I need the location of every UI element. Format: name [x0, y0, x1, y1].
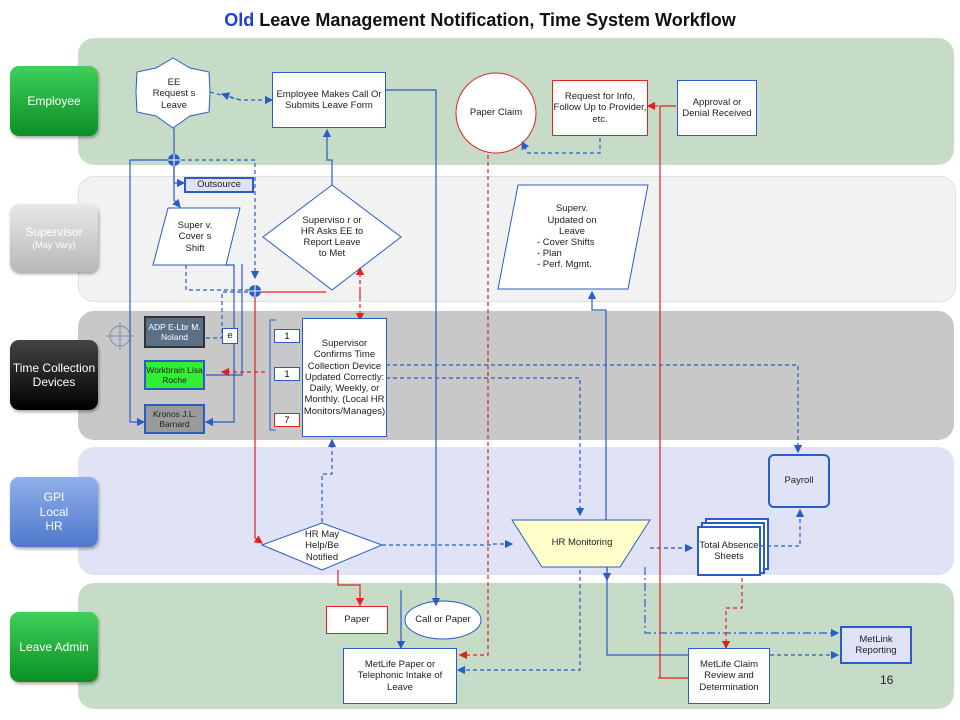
superv-updated-title: Superv. Updated on Leave	[547, 203, 597, 237]
request-info-box: Request for Info, Follow Up to Provider,…	[552, 80, 648, 136]
superv-updated-parallelogram	[497, 184, 649, 290]
employee-call-box: Employee Makes Call Or Submits Leave For…	[272, 72, 386, 128]
outsource-box: Outsource	[184, 177, 254, 193]
lane-label-leave-text: Leave Admin	[19, 639, 89, 654]
superv-updated-label: Superv. Updated on Leave - Cover Shifts …	[520, 186, 624, 288]
metlife-intake-box: MetLife Paper or Telephonic Intake of Le…	[343, 648, 457, 704]
lane-label-time: Time Collection Devices	[10, 340, 98, 410]
lane-label-gpi-1: GPI	[43, 490, 65, 505]
total-absence-label: Total Absence Sheets	[699, 539, 759, 562]
lane-label-employee-text: Employee	[27, 93, 81, 108]
superv-updated-item-2: - Plan	[537, 248, 562, 260]
lane-label-supervisor: Supervisor (May Vary)	[10, 204, 98, 272]
number-box-3: 7	[274, 413, 300, 427]
page-title: Old Leave Management Notification, Time …	[0, 10, 960, 31]
solid-connectors	[129, 89, 688, 656]
paper-claim-label: Paper Claim	[469, 107, 523, 119]
approval-box: Approval or Denial Received	[677, 80, 757, 136]
hr-may-label: HR May Help/Be Notified	[304, 529, 340, 563]
total-absence-sheet-1	[697, 526, 761, 576]
lane-label-gpi-3: HR	[45, 519, 63, 534]
red-dashed-connectors	[220, 155, 743, 660]
supervisor-confirms-box: Supervisor Confirms Time Collection Devi…	[302, 318, 387, 437]
superv-updated-item-1: - Cover Shifts	[537, 237, 595, 248]
metlife-claim-box: MetLife Claim Review and Determination	[688, 648, 770, 704]
call-or-paper-label: Call or Paper	[415, 614, 471, 626]
lane-leave-bg	[78, 583, 954, 709]
lane-label-gpi-2: Local	[39, 504, 69, 519]
lane-label-supervisor-sub: (May Vary)	[32, 239, 76, 250]
page-number: 16	[880, 673, 894, 687]
kronos-box: Kronos J.L. Barnard	[144, 404, 205, 434]
supervisor-asks-diamond	[262, 184, 402, 291]
e-box: e	[222, 328, 238, 344]
title-text: Leave Management Notification, Time Syst…	[259, 10, 736, 30]
dashed-connectors	[174, 91, 840, 675]
ee-request-star	[135, 57, 211, 129]
number-box-1: 1	[274, 329, 300, 343]
supervisor-asks-label: Superviso r or HR Asks EE to Report Leav…	[300, 214, 364, 260]
lane-label-employee: Employee	[10, 66, 98, 136]
number-bracket	[269, 319, 276, 431]
call-or-paper-ellipse	[404, 600, 482, 640]
lane-label-time-text: Time Collection Devices	[12, 360, 96, 389]
superv-updated-item-3: - Perf. Mgmt.	[537, 259, 592, 271]
super-covers-label: Super v. Cover s Shift	[177, 220, 213, 254]
payroll-box: Payroll	[768, 454, 830, 508]
paper-box: Paper	[326, 606, 388, 634]
hr-monitoring-label: HR Monitoring	[551, 537, 613, 549]
lane-label-gpi: GPI Local HR	[10, 477, 98, 547]
hr-may-diamond	[260, 522, 384, 571]
title-prefix: Old	[224, 10, 255, 30]
lane-label-supervisor-text: Supervisor	[25, 225, 83, 240]
number-box-2: 1	[274, 367, 300, 381]
red-connectors	[253, 101, 688, 679]
lane-label-leave: Leave Admin	[10, 612, 98, 682]
adp-box: ADP E-Lbr M. Noland	[144, 316, 205, 348]
hr-monitoring-trapezoid	[511, 519, 651, 568]
ee-request-label: EE Request s Leave	[152, 77, 196, 111]
paper-claim-circle	[455, 72, 537, 154]
workbrain-box: Workbrain Lisa Roche	[144, 360, 205, 390]
metlink-box: MetLink Reporting	[840, 626, 912, 664]
